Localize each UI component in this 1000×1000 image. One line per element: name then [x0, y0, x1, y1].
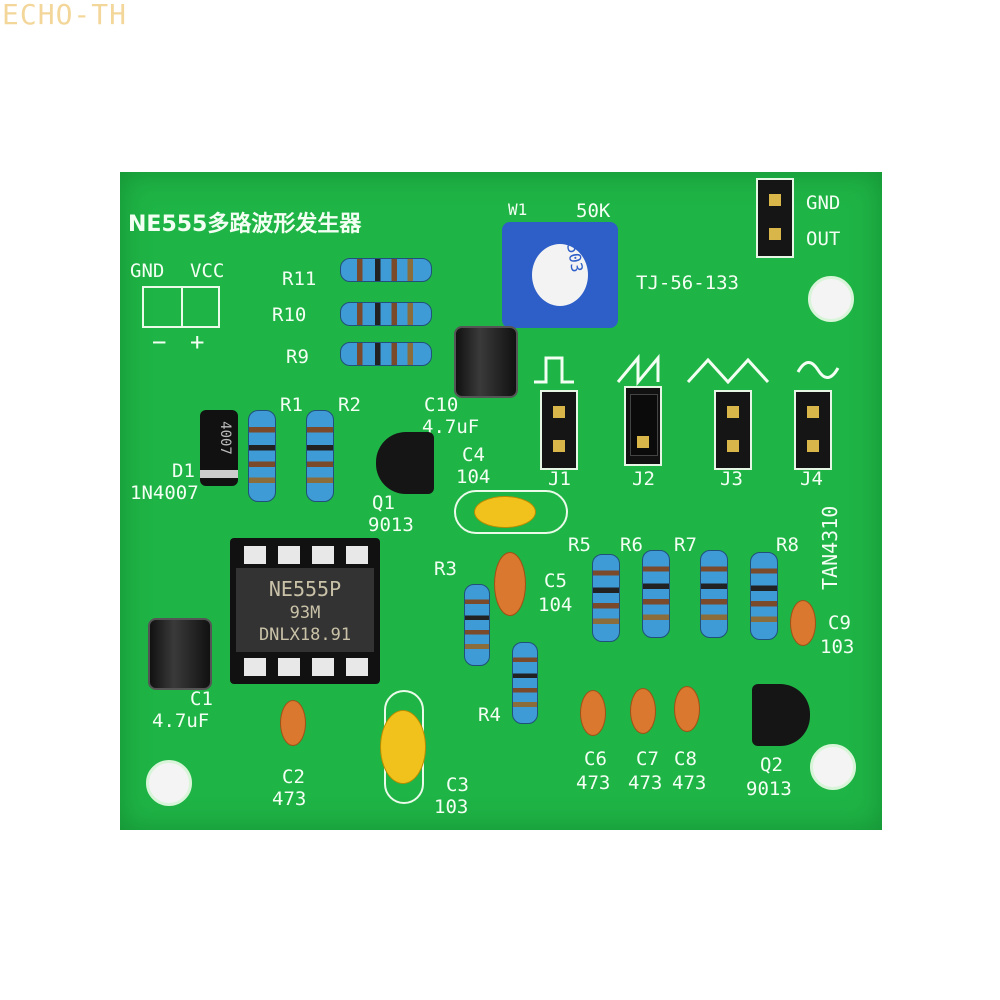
board-title: NE555多路波形发生器: [128, 212, 362, 237]
capacitor-c10: [454, 326, 518, 398]
label-q2: Q2: [760, 754, 783, 776]
label-c4: C4: [462, 444, 485, 466]
minus-sign: −: [152, 328, 167, 356]
value-c4: 104: [456, 466, 491, 488]
label-j1: J1: [548, 468, 571, 490]
label-c9: C9: [828, 612, 851, 634]
ic-marking-2: 93M: [289, 603, 321, 623]
resistor-r6: [642, 550, 670, 638]
mounting-hole: [808, 276, 854, 322]
ic-marking-3: DNLX18.91: [258, 625, 352, 646]
label-j2: J2: [632, 468, 655, 490]
mounting-hole: [810, 744, 856, 790]
triangle-wave-icon: [686, 357, 770, 385]
resistor-r2: [306, 410, 334, 502]
capacitor-c6: [580, 690, 606, 736]
label-r11: R11: [282, 268, 317, 290]
label-r2: R2: [338, 394, 361, 416]
capacitor-c7: [630, 688, 656, 734]
resistor-r7: [700, 550, 728, 638]
resistor-r1: [248, 410, 276, 502]
plus-sign: +: [190, 328, 205, 356]
resistor-r5: [592, 554, 620, 642]
label-j3: J3: [720, 468, 743, 490]
label-r1: R1: [280, 394, 303, 416]
label-r4: R4: [478, 704, 501, 726]
value-d1: 1N4007: [130, 482, 199, 504]
jumper-j1[interactable]: [540, 390, 578, 470]
waveform-icons: [534, 353, 840, 387]
label-r10: R10: [272, 304, 307, 326]
resistor-r4: [512, 642, 538, 724]
output-header: [756, 178, 794, 258]
transistor-q1: [376, 432, 434, 494]
pot-part-number: TJ-56-133: [636, 272, 739, 294]
resistor-r9: [340, 342, 432, 366]
label-d1: D1: [172, 460, 195, 482]
capacitor-c3: [380, 710, 426, 784]
resistor-r3: [464, 584, 490, 666]
capacitor-c2: [280, 700, 306, 746]
ic-marking-1: NE555P: [268, 577, 342, 601]
power-terminal-pads: [142, 286, 220, 328]
value-c5: 104: [538, 594, 573, 616]
label-c2: C2: [282, 766, 305, 788]
label-c5: C5: [544, 570, 567, 592]
pot-value: 50K: [576, 200, 611, 222]
label-r6: R6: [620, 534, 643, 556]
value-c2: 473: [272, 788, 307, 810]
label-j4: J4: [800, 468, 823, 490]
watermark: ECHO-TH: [2, 0, 128, 31]
diode-d1: 4007: [200, 410, 238, 486]
value-c7: 473: [628, 772, 663, 794]
label-c7: C7: [636, 748, 659, 770]
c4-outline: [454, 490, 568, 534]
pot-marking: 503: [563, 242, 587, 274]
sine-wave-icon: [796, 361, 840, 379]
label-r5: R5: [568, 534, 591, 556]
label-r7: R7: [674, 534, 697, 556]
value-c3: 103: [434, 796, 469, 818]
mounting-hole: [146, 760, 192, 806]
output-gnd-label: GND: [806, 192, 841, 214]
label-q1: Q1: [372, 492, 395, 514]
value-q1: 9013: [368, 514, 414, 536]
board-id: TAN4310: [818, 505, 842, 590]
potentiometer[interactable]: [502, 222, 618, 328]
value-c9: 103: [820, 636, 855, 658]
value-c6: 473: [576, 772, 611, 794]
capacitor-c8: [674, 686, 700, 732]
label-c8: C8: [674, 748, 697, 770]
label-c6: C6: [584, 748, 607, 770]
diode-marking: 4007: [216, 421, 233, 455]
value-c8: 473: [672, 772, 707, 794]
capacitor-c1: [148, 618, 212, 690]
transistor-q2: [752, 684, 810, 746]
pot-ref: W1: [508, 200, 528, 219]
capacitor-c4: [474, 496, 536, 528]
square-wave-icon: [534, 356, 574, 384]
capacitor-c9: [790, 600, 816, 646]
power-gnd-label: GND: [130, 260, 165, 282]
jumper-j2[interactable]: [624, 386, 662, 466]
jumper-j4[interactable]: [794, 390, 832, 470]
power-vcc-label: VCC: [190, 260, 225, 282]
sawtooth-wave-icon: [616, 353, 660, 387]
value-q2: 9013: [746, 778, 792, 800]
label-r8: R8: [776, 534, 799, 556]
jumper-j3[interactable]: [714, 390, 752, 470]
label-c1: C1: [190, 688, 213, 710]
label-r3: R3: [434, 558, 457, 580]
output-out-label: OUT: [806, 228, 841, 250]
resistor-r11: [340, 258, 432, 282]
label-r9: R9: [286, 346, 309, 368]
ne555-chip: NE555P 93M DNLX18.91: [230, 538, 380, 684]
label-c10: C10: [424, 394, 459, 416]
resistor-r10: [340, 302, 432, 326]
value-c10: 4.7uF: [422, 416, 480, 438]
label-c3: C3: [446, 774, 469, 796]
resistor-r8: [750, 552, 778, 640]
value-c1: 4.7uF: [152, 710, 210, 732]
capacitor-c5: [494, 552, 526, 616]
